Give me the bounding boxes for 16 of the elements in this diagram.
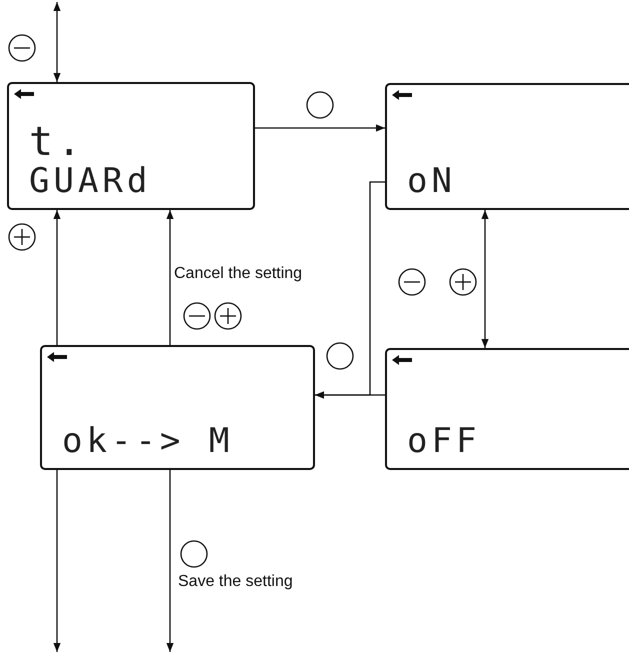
display-text: ok--> M [62, 424, 234, 458]
display-text: oFF [407, 424, 480, 458]
display-text: t. [29, 122, 86, 162]
arrow [53, 2, 61, 82]
lcd-display [385, 348, 629, 470]
edge-label: Save the setting [176, 573, 295, 591]
arrow [166, 470, 174, 652]
lcd-display [40, 345, 315, 470]
arrow [315, 391, 385, 399]
arrow [255, 124, 385, 132]
display-text: GUARd [29, 164, 152, 198]
display-text: oN [407, 164, 456, 198]
arrow [481, 210, 489, 348]
lcd-display [385, 83, 629, 210]
arrow [166, 210, 174, 345]
lcd-display [7, 82, 255, 210]
